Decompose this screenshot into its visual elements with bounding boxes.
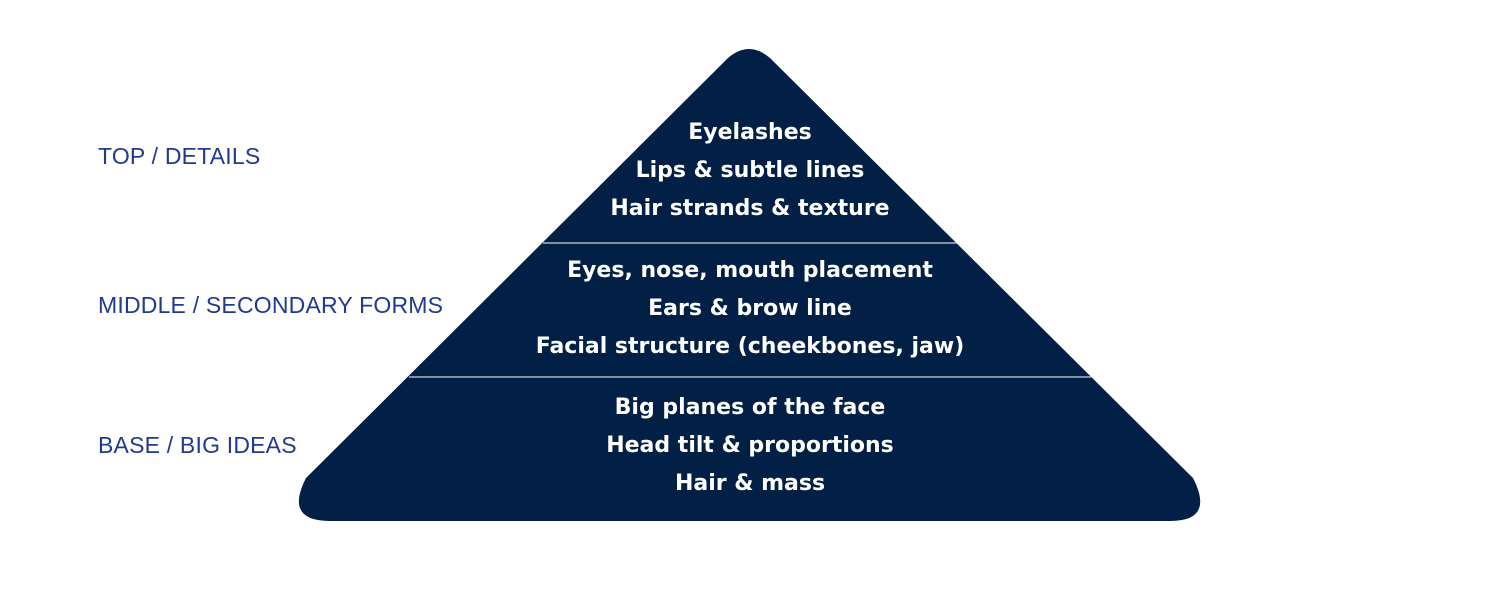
tier-middle-items: Eyes, nose, mouth placement Ears & brow … — [0, 252, 1500, 366]
tier-top-item: Hair strands & texture — [610, 196, 890, 221]
tier-middle-item: Eyes, nose, mouth placement — [567, 258, 933, 283]
tier-base-item: Head tilt & proportions — [606, 433, 894, 458]
tier-top-items: Eyelashes Lips & subtle lines Hair stran… — [0, 114, 1500, 228]
tier-top-item: Eyelashes — [688, 120, 812, 145]
tier-middle-item: Ears & brow line — [648, 296, 852, 321]
tier-label-middle: MIDDLE / SECONDARY FORMS — [98, 292, 444, 318]
tier-base-item: Hair & mass — [674, 471, 826, 496]
pyramid-shape — [298, 49, 1201, 521]
tier-label-top: TOP / DETAILS — [98, 143, 261, 169]
tier-base-items: Big planes of the face Head tilt & propo… — [0, 389, 1500, 503]
tier-base-item: Big planes of the face — [614, 395, 886, 420]
tier-top-item: Lips & subtle lines — [635, 158, 865, 183]
tier-label-base: BASE / BIG IDEAS — [98, 432, 297, 458]
tier-middle-item: Facial structure (cheekbones, jaw) — [535, 334, 965, 359]
